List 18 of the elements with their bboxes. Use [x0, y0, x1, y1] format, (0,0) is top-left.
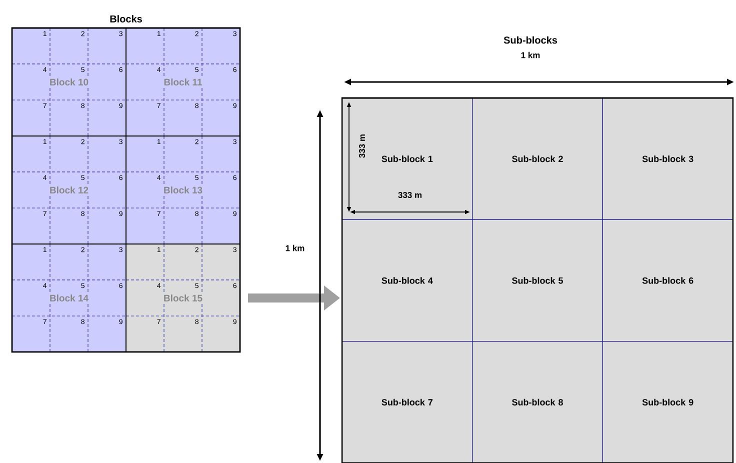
sub-block-cell: Sub-block 2: [472, 98, 603, 220]
sub-block-cell: Sub-block 3: [602, 98, 734, 220]
sub-block-cell: Sub-block 7: [342, 341, 473, 463]
dimension-label: 1 km: [521, 52, 540, 58]
sub-block-cell: Sub-block 6: [602, 219, 734, 342]
dimension-label: 333 m: [359, 134, 366, 158]
sub-block-grid: [341, 97, 734, 463]
node-label: Sub-block 7: [382, 398, 433, 406]
sub-block-cell: Sub-block 5: [472, 219, 603, 342]
node-label: Blocks: [110, 15, 142, 22]
heading: Sub-blocks: [504, 36, 558, 44]
node-label: Sub-block 8: [512, 398, 563, 406]
dimension-label: 333 m: [398, 192, 422, 198]
sub-block-cell: Sub-block 8: [472, 341, 603, 463]
sub-block-cell: Sub-block 9: [602, 341, 734, 463]
sub-block-cell: Sub-block 4: [342, 219, 473, 342]
dimension-label: 1 km: [286, 244, 304, 252]
node-label: Block 13: [164, 186, 202, 194]
